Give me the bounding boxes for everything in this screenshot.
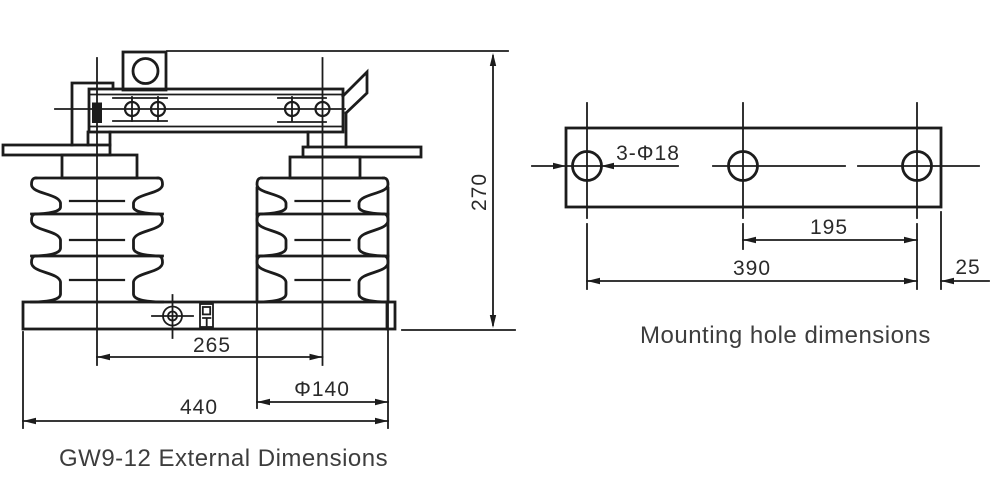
dim-270-label: 270 [468,173,491,211]
hole-callout: 3-Φ18 [553,142,680,170]
dim-265-label: 265 [193,334,231,357]
right-cap-block [288,155,362,180]
dim-440-label: 440 [180,396,218,419]
mounting-hole-drawing: 3-Φ18 195 390 25 Mounting hole dimension… [531,102,990,349]
dim-phi140-label: Φ140 [294,378,350,401]
box-hole [131,57,160,85]
blade-tip [341,68,369,115]
mounting-drawing-caption: Mounting hole dimensions [640,322,931,349]
dim-195: 195 [742,216,918,244]
ground-bolt-icon [151,294,194,339]
hole-callout-label: 3-Φ18 [616,142,680,165]
bolt-icons [123,96,331,122]
dim-390-label: 390 [733,257,771,280]
left-bracket [70,81,115,147]
dim-390: 390 [586,257,918,285]
dim-phi140: Φ140 [256,301,389,429]
dim-25-label: 25 [955,256,980,279]
left-top-plate [1,143,112,157]
operating-box [121,50,168,92]
external-dimensions-drawing: 270 265 Φ140 440 GW9-12 External Di [1,50,516,472]
dim-440: 440 [22,331,389,429]
base-channel [21,294,397,339]
right-top-plate [301,145,423,159]
left-cap-block [60,153,139,180]
left-step [86,130,112,147]
dim-270: 270 [166,50,516,331]
dim-extension-lines [586,211,942,290]
mounting-plate [564,126,943,209]
dim-195-label: 195 [810,216,848,239]
right-bracket [306,111,348,149]
dim-265: 265 [96,334,324,361]
insulator-mounts [1,143,423,180]
contact-bar [54,68,369,149]
hole-centerlines [531,102,980,219]
ground-terminal-icon [199,303,214,328]
external-drawing-caption: GW9-12 External Dimensions [59,445,388,472]
dim-25: 25 [940,256,990,285]
